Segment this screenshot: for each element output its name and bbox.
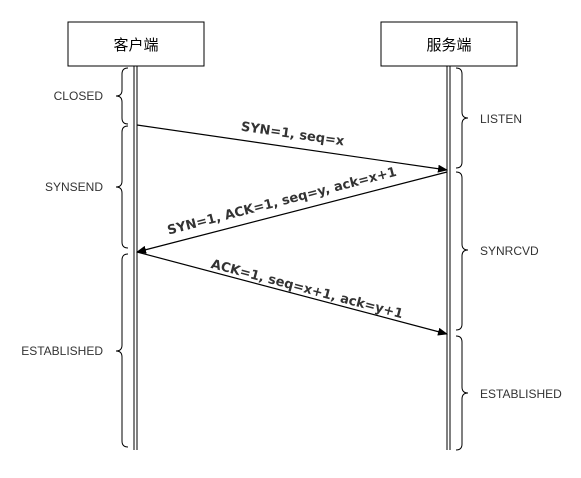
server-brace-synrcvd bbox=[455, 171, 469, 331]
server-state-listen: LISTEN bbox=[480, 112, 522, 126]
client-state-established: ESTABLISHED bbox=[21, 344, 103, 358]
client-brace-closed bbox=[115, 67, 129, 125]
client-brace-established bbox=[115, 253, 129, 448]
server-box: 服务端 bbox=[380, 21, 518, 67]
client-lifeline bbox=[133, 66, 138, 450]
server-brace-established bbox=[455, 335, 469, 451]
client-state-closed: CLOSED bbox=[54, 89, 104, 103]
message-ack: ACK=1, seq=x+1, ack=y+1 bbox=[209, 257, 404, 322]
server-label: 服务端 bbox=[426, 36, 471, 54]
arrow-syn-ack bbox=[136, 171, 448, 254]
arrow-syn bbox=[136, 124, 448, 173]
server-brace-listen bbox=[455, 67, 469, 169]
arrow-ack bbox=[136, 251, 448, 336]
server-state-synrcvd: SYNRCVD bbox=[480, 244, 539, 258]
client-label: 客户端 bbox=[113, 36, 158, 54]
client-box: 客户端 bbox=[67, 21, 205, 67]
client-brace-synsend bbox=[115, 125, 129, 249]
server-lifeline bbox=[446, 66, 451, 450]
client-state-synsend: SYNSEND bbox=[45, 180, 103, 194]
server-state-established: ESTABLISHED bbox=[480, 387, 562, 401]
message-syn-ack: SYN=1, ACK=1, seq=y, ack=x+1 bbox=[166, 165, 398, 239]
message-syn: SYN=1, seq=x bbox=[240, 120, 346, 150]
